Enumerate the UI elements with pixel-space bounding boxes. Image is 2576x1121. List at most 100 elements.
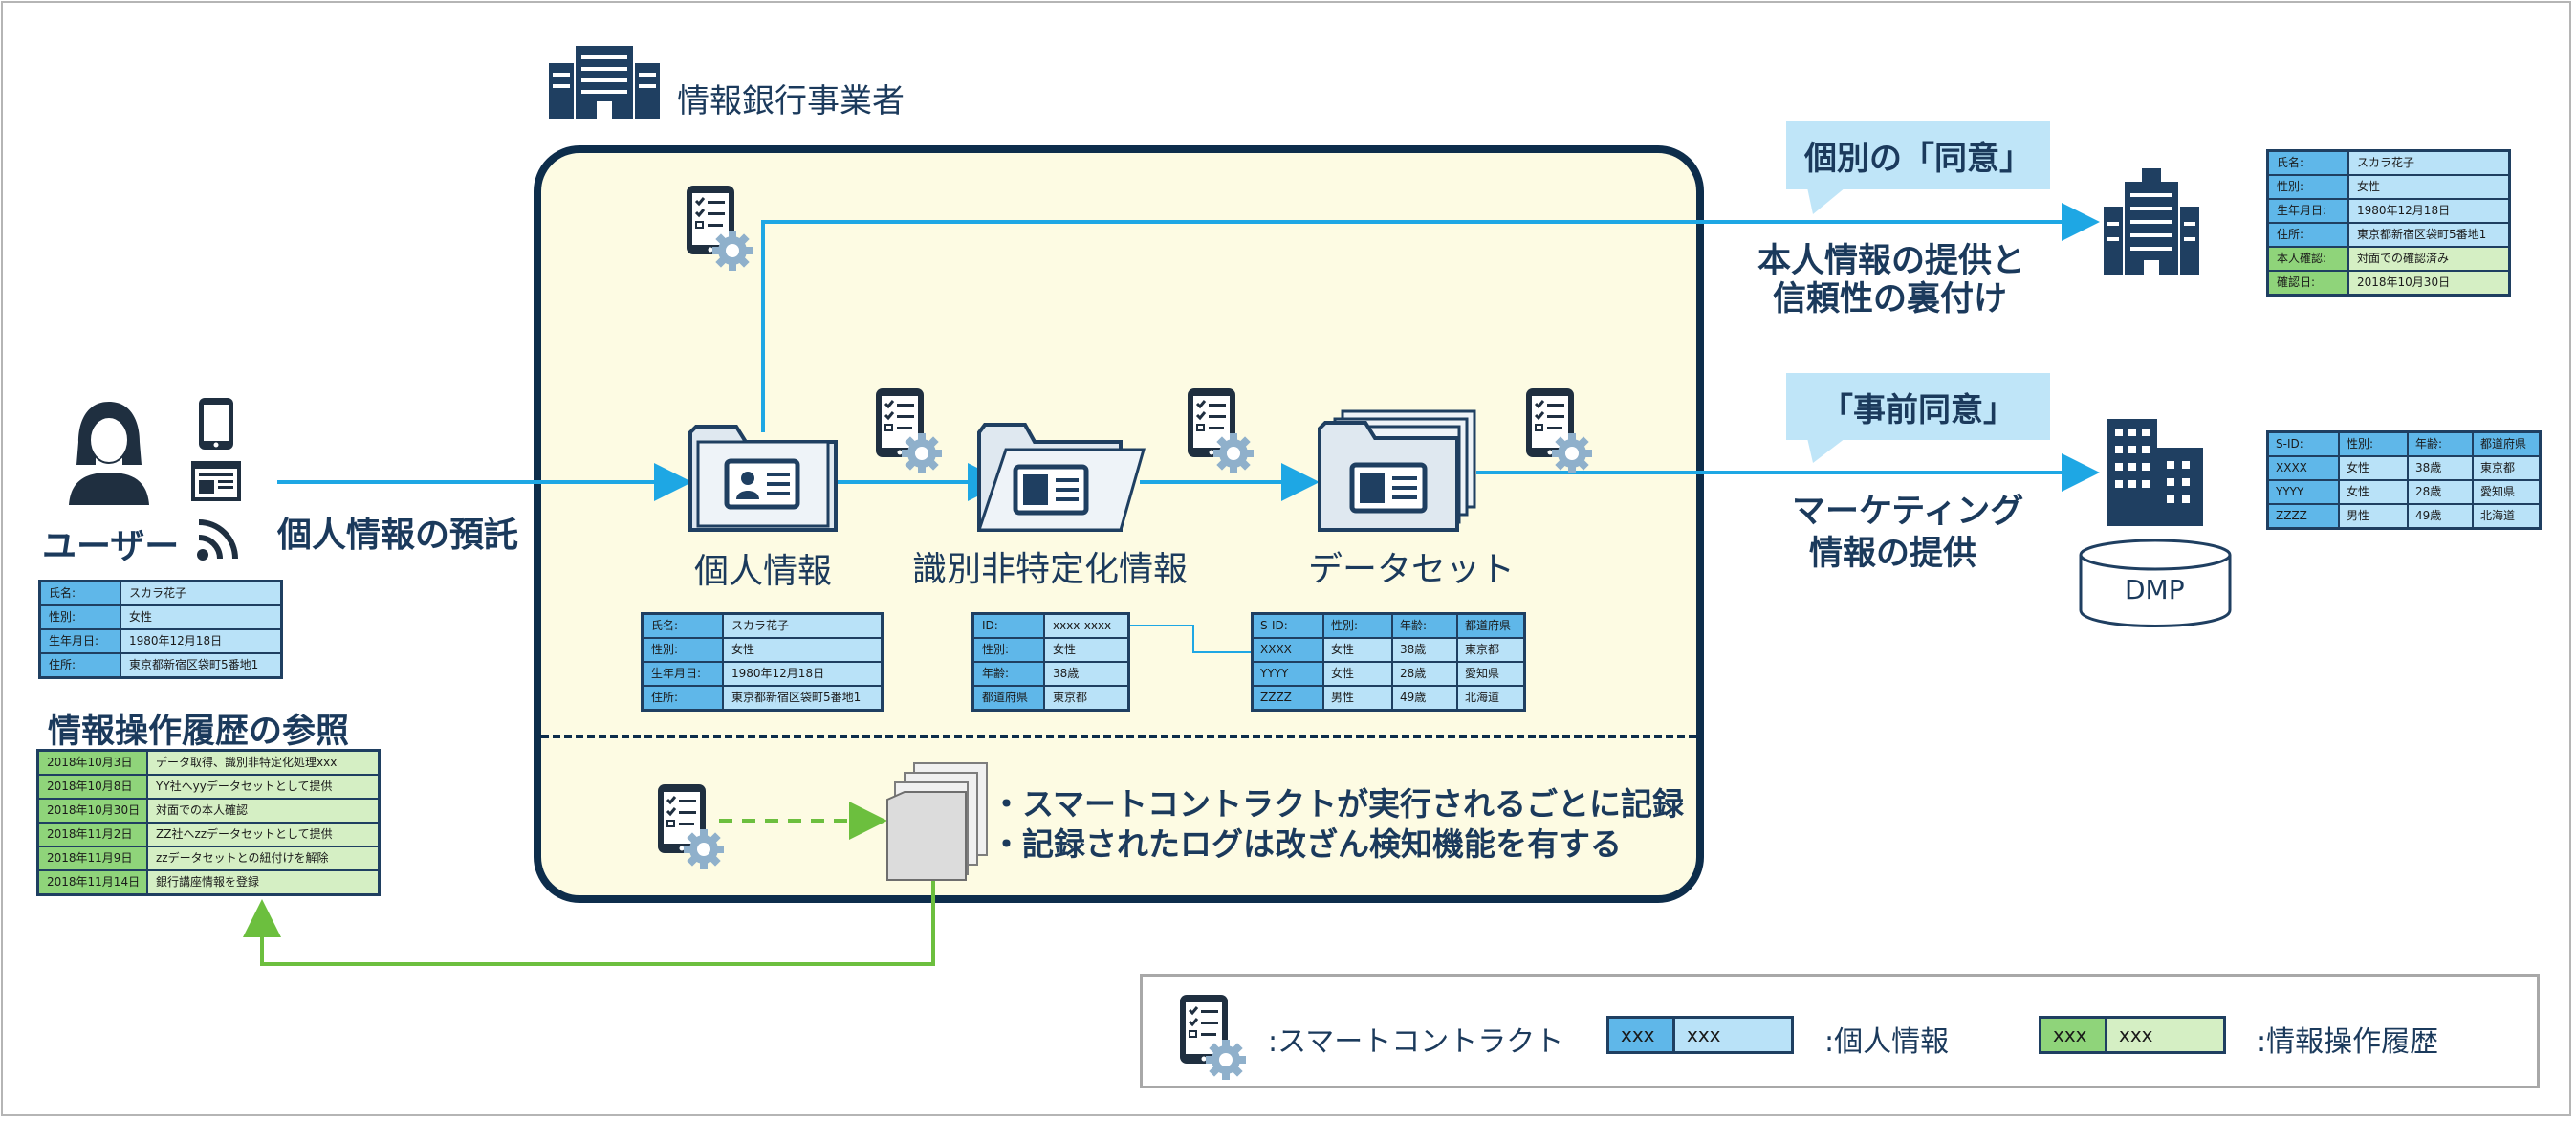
table-header: 性別: — [1324, 615, 1391, 637]
smart-contract-icon — [656, 782, 726, 871]
table-value: 東京都新宿区袋町5番地1 — [2349, 224, 2508, 246]
table-value: データ取得、識別非特定化処理xxx — [148, 752, 378, 774]
table-value: 38歳 — [1045, 663, 1127, 685]
legend-history-swatch: xxx xxx — [2039, 1016, 2226, 1054]
table-cell: 男性 — [2340, 505, 2407, 527]
table-cell: 愛知県 — [2474, 481, 2539, 503]
prior-consent-bubble: 「事前同意」 — [1786, 373, 2050, 440]
table-key: 性別: — [644, 639, 722, 661]
table-cell: XXXX — [1254, 639, 1322, 661]
table-cell: XXXX — [2269, 457, 2338, 479]
table-value: ZZ社へzzデータセットとして提供 — [148, 824, 378, 846]
prior-consent-desc-line1: マーケティング — [1792, 493, 2024, 531]
table-cell: ZZZZ — [2269, 505, 2338, 527]
dmp-label: DMP — [2125, 574, 2185, 605]
table-cell: 38歳 — [2409, 457, 2472, 479]
table-key: 住所: — [2269, 224, 2347, 246]
table-key: 2018年10月8日 — [39, 776, 146, 798]
table-value: 女性 — [1045, 639, 1127, 661]
table-row: 氏名:スカラ花子 — [41, 582, 280, 604]
table-cell: 38歳 — [1393, 639, 1456, 661]
smartphone-icon — [199, 398, 233, 450]
table-key: 氏名: — [41, 582, 120, 604]
table-value: スカラ花子 — [121, 582, 280, 604]
legend-history-label: :情報操作履歴 — [2257, 1025, 2439, 1059]
log-note-line2: ・記録されたログは改ざん検知機能を有する — [991, 825, 1622, 863]
table-cell: 東京都 — [2474, 457, 2539, 479]
table-value: 1980年12月18日 — [724, 663, 881, 685]
history-reference-arrow — [243, 878, 935, 966]
table-key: 住所: — [41, 654, 120, 676]
legend — [1140, 974, 2540, 1088]
table-row: 性別:女性 — [41, 606, 280, 628]
table-header: 都道府県 — [2474, 433, 2539, 455]
table-value: 対面での確認済み — [2349, 248, 2508, 270]
table-value: 女性 — [724, 639, 881, 661]
table-value: 女性 — [121, 606, 280, 628]
user-label: ユーザー — [42, 527, 180, 566]
table-row: ID:xxxx-xxxx — [974, 615, 1127, 637]
log-note-line1: ・スマートコントラクトが実行されるごとに記録 — [991, 785, 1685, 823]
log-document-icon — [886, 762, 988, 881]
table-row: 生年月日:1980年12月18日 — [41, 630, 280, 652]
table-key: 氏名: — [644, 615, 722, 637]
table-key: 生年月日: — [2269, 200, 2347, 222]
table-value: 2018年10月30日 — [2349, 272, 2508, 294]
table-cell: 女性 — [2340, 457, 2407, 479]
table-value: 銀行講座情報を登録 — [148, 871, 378, 893]
table-row: 性別:女性 — [644, 639, 881, 661]
table-key: 2018年11月14日 — [39, 871, 146, 893]
anonymized-folder-icon — [977, 423, 1146, 532]
table-value: 東京都新宿区袋町5番地1 — [121, 654, 280, 676]
partner-profile-table: 氏名:スカラ花子性別:女性生年月日:1980年12月18日住所:東京都新宿区袋町… — [2266, 149, 2511, 297]
table-cell: 女性 — [1324, 639, 1391, 661]
personal-info-table: 氏名:スカラ花子性別:女性生年月日:1980年12月18日住所:東京都新宿区袋町… — [641, 612, 884, 712]
table-value: 東京都 — [1045, 687, 1127, 709]
table-cell: 愛知県 — [1458, 663, 1523, 685]
legend-history-val: xxx — [2105, 1019, 2223, 1051]
wireless-icon — [197, 519, 238, 560]
table-cell: 東京都 — [1458, 639, 1523, 661]
deposit-label: 個人情報の預託 — [277, 516, 519, 555]
table-header: 都道府県 — [1458, 615, 1523, 637]
table-cell: 女性 — [1324, 663, 1391, 685]
table-row: 本人確認:対面での確認済み — [2269, 248, 2508, 270]
legend-history-key: xxx — [2041, 1019, 2105, 1051]
table-key: 都道府県 — [974, 687, 1043, 709]
table-row: 都道府県東京都 — [974, 687, 1127, 709]
table-cell: ZZZZ — [1254, 687, 1322, 709]
table-cell: 男性 — [1324, 687, 1391, 709]
ledger-divider — [541, 735, 1696, 738]
table-cell: 北海道 — [1458, 687, 1523, 709]
table-key: 2018年11月9日 — [39, 847, 146, 869]
individual-consent-bubble: 個別の「同意」 — [1786, 121, 2050, 189]
partner-building-icon — [2104, 168, 2199, 275]
smart-contract-icon — [874, 386, 944, 475]
table-header: 年齢: — [2409, 433, 2472, 455]
table-key: 年齢: — [974, 663, 1043, 685]
table-key: 確認日: — [2269, 272, 2347, 294]
table-header: 年齢: — [1393, 615, 1456, 637]
table-key: 氏名: — [2269, 152, 2347, 174]
table-cell: 女性 — [2340, 481, 2407, 503]
stage-dataset-label: データセット — [1308, 550, 1516, 589]
table-value: 1980年12月18日 — [121, 630, 280, 652]
user-profile-table: 氏名:スカラ花子性別:女性生年月日:1980年12月18日住所:東京都新宿区袋町… — [38, 580, 283, 679]
table-value: xxxx-xxxx — [1045, 615, 1127, 637]
table-header: S-ID: — [1254, 615, 1322, 637]
table-row: 生年月日:1980年12月18日 — [644, 663, 881, 685]
legend-contract-label: :スマートコントラクト — [1268, 1025, 1564, 1059]
stage-personal-label: 個人情報 — [694, 552, 833, 591]
table-row: 氏名:スカラ花子 — [644, 615, 881, 637]
table-row: 氏名:スカラ花子 — [2269, 152, 2508, 174]
dataset-files-icon — [1318, 409, 1476, 532]
table-cell: YYYY — [2269, 481, 2338, 503]
table-row: 2018年11月14日銀行講座情報を登録 — [39, 871, 378, 893]
table-row: 2018年10月30日対面での本人確認 — [39, 800, 378, 822]
user-woman-icon — [69, 402, 149, 505]
company-name: 情報銀行事業者 — [677, 82, 905, 121]
